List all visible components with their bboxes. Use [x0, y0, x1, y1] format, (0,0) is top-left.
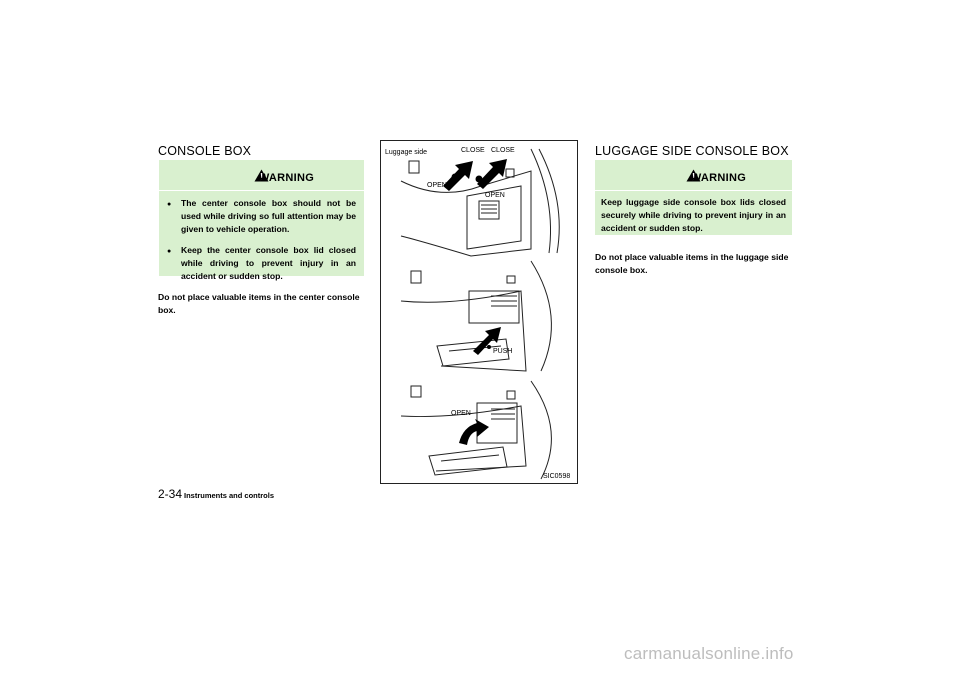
label-push: PUSH	[493, 348, 512, 355]
warning-header	[159, 160, 364, 190]
label-open-right: OPEN	[485, 192, 505, 199]
console-box-paragraph: Do not place valuable items in the cente…	[158, 292, 360, 315]
bullet-icon: ●	[167, 248, 172, 255]
warning-header	[595, 160, 792, 190]
warning-item-text: The center console box should not be use…	[181, 198, 356, 234]
figure-code: SIC0598	[543, 473, 570, 480]
page-number: 2-34	[158, 487, 183, 501]
warning-item: ● The center console box should not be u…	[167, 197, 356, 236]
luggage-console-warning: WARNING Keep luggage side console box li…	[595, 160, 792, 235]
bullet-icon: ●	[167, 201, 172, 208]
label-close-2: CLOSE	[491, 147, 515, 154]
warning-title: WARNING	[690, 172, 747, 184]
label-close-1: CLOSE	[461, 147, 485, 154]
console-box-illustration: Luggage side CLOSE CLOSE OPEN OPEN PUSH …	[380, 140, 578, 484]
warning-body: Keep luggage side console box lids close…	[595, 190, 792, 241]
warning-text: Keep luggage side console box lids close…	[601, 197, 786, 233]
warning-icon	[254, 169, 269, 181]
label-open-bottom: OPEN	[451, 410, 471, 417]
console-box-warning: WARNING ● The center console box should …	[159, 160, 364, 281]
warning-title: WARNING	[258, 172, 315, 184]
illustration-drawing: Luggage side CLOSE CLOSE OPEN OPEN PUSH …	[385, 147, 570, 480]
section-name: Instruments and controls	[184, 491, 275, 500]
luggage-console-paragraph: Do not place valuable items in the lugga…	[595, 252, 789, 275]
warning-item-text: Keep the center console box lid closed w…	[181, 245, 356, 281]
console-box-title: CONSOLE BOX	[158, 144, 252, 158]
label-luggage-side: Luggage side	[385, 149, 427, 156]
watermark: carmanualsonline.info	[624, 644, 794, 663]
warning-body: ● The center console box should not be u…	[159, 190, 364, 291]
luggage-console-box-title: LUGGAGE SIDE CONSOLE BOX	[595, 144, 789, 158]
warning-item: ● Keep the center console box lid closed…	[167, 244, 356, 283]
warning-icon	[686, 169, 701, 181]
label-open-left: OPEN	[427, 182, 447, 189]
